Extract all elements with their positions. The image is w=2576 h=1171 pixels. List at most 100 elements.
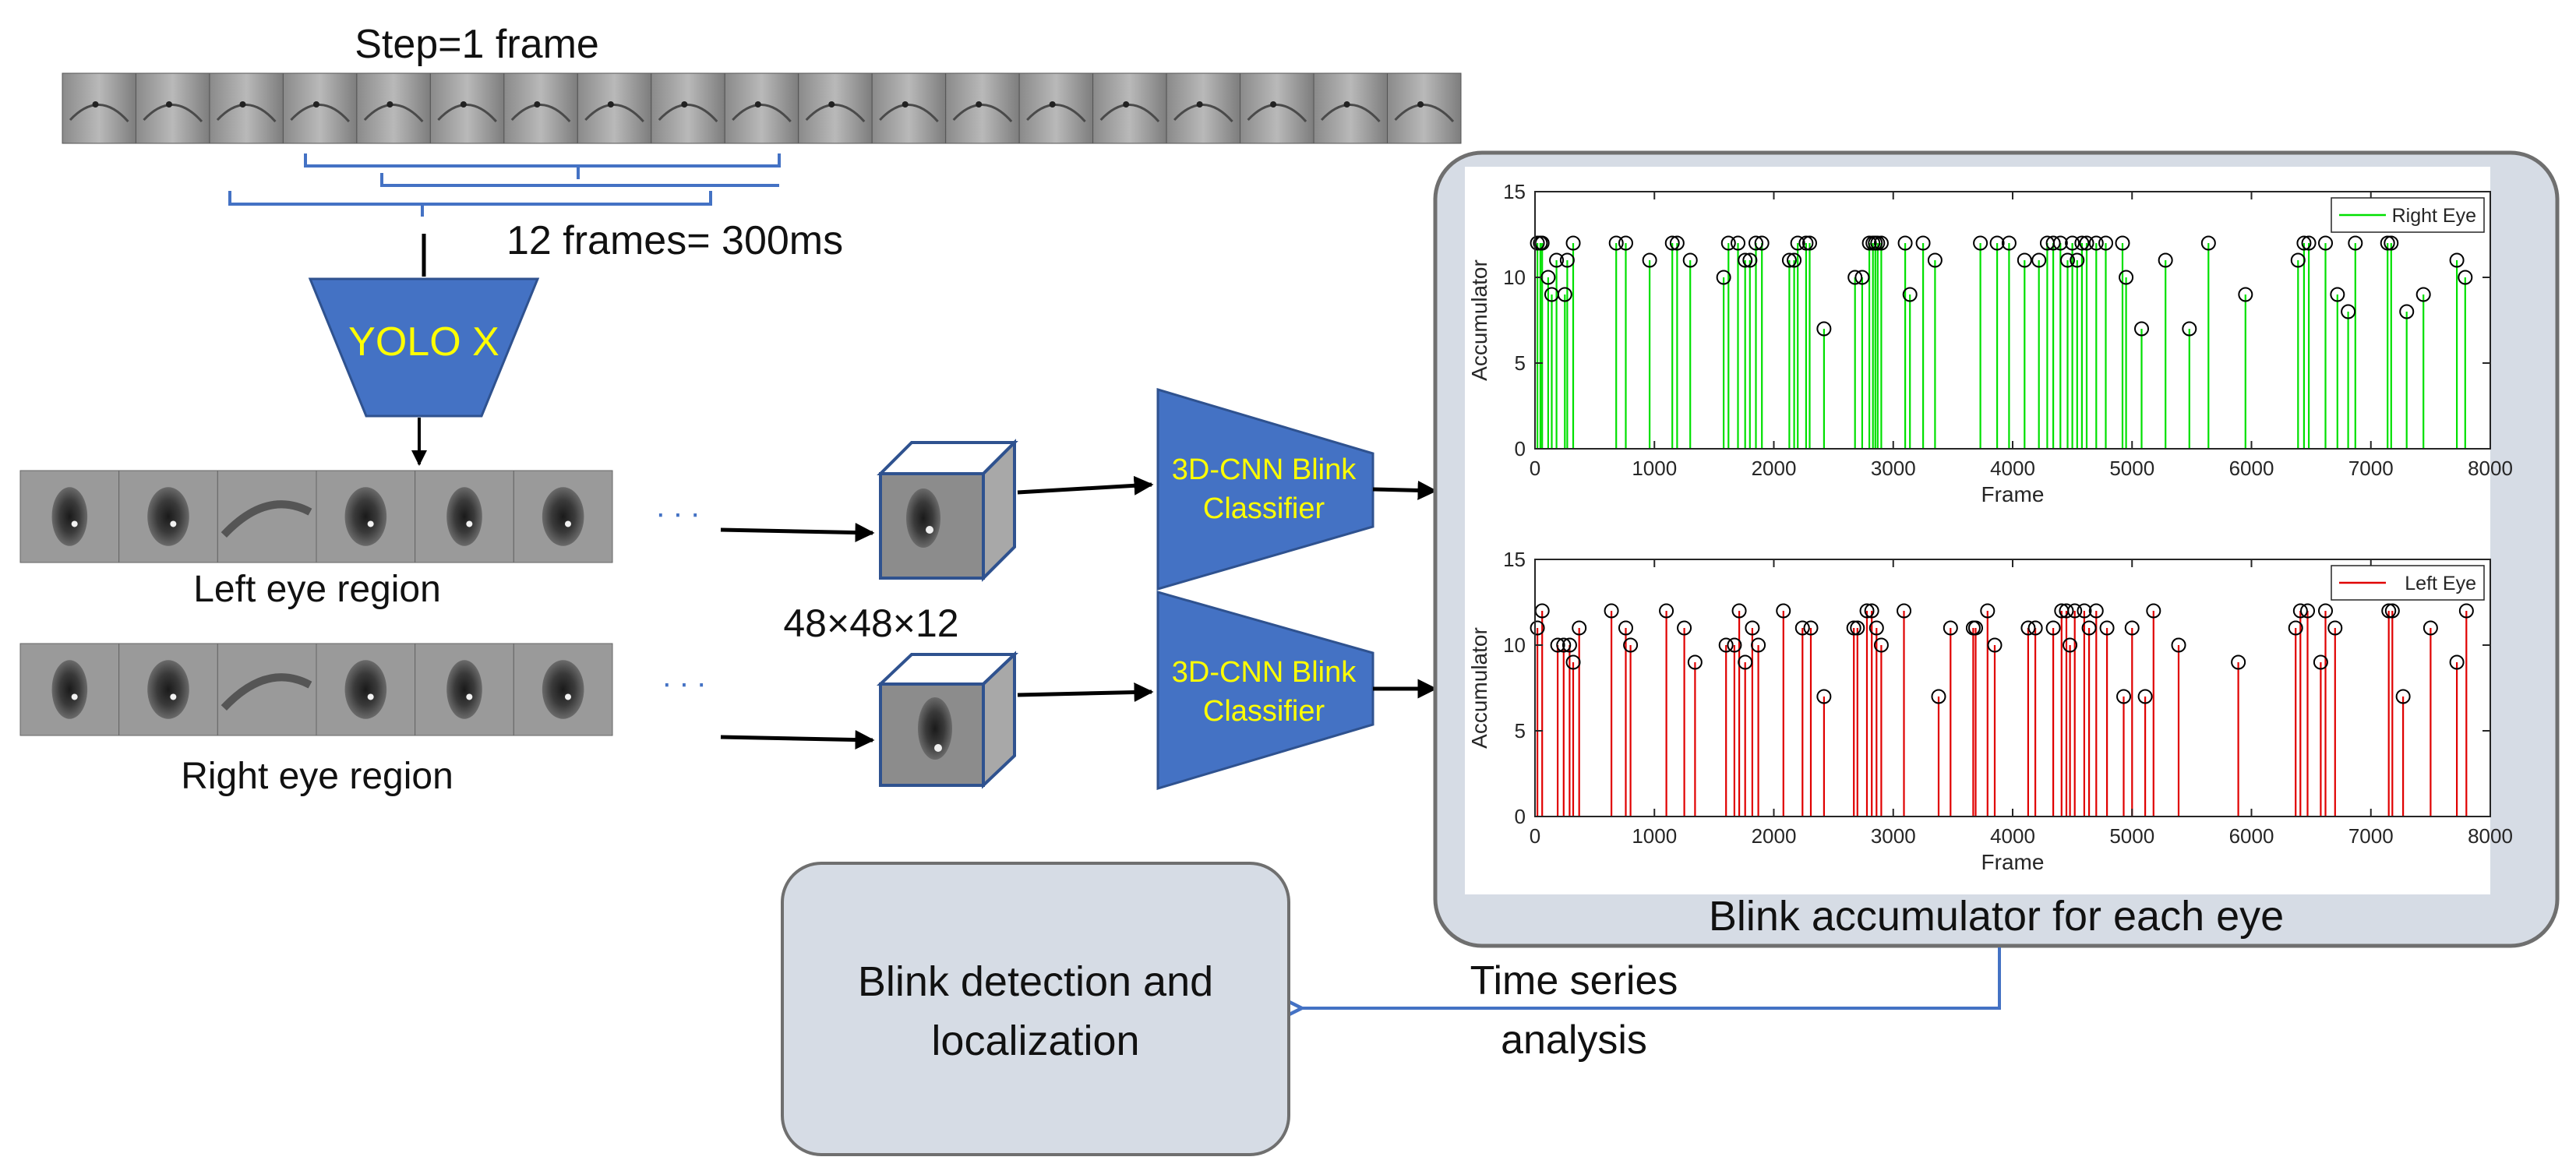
- frame-thumbnail: [209, 72, 284, 144]
- peak-marker: [2327, 620, 2343, 636]
- step-label: Step=1 frame: [355, 22, 599, 67]
- y-tick-label: 5: [1515, 719, 1526, 742]
- x-tick-label: 5000: [2109, 824, 2154, 848]
- peak-marker: [1751, 637, 1766, 653]
- eye-thumbnail: [217, 643, 317, 736]
- right-region-label: Right eye region: [181, 756, 453, 797]
- x-tick-label: 6000: [2229, 824, 2274, 848]
- peak-marker: [1989, 235, 2005, 251]
- peak-marker: [1870, 235, 1886, 251]
- y-tick-label: 10: [1503, 633, 1526, 657]
- peak-marker: [1973, 235, 1988, 251]
- frame-thumbnail: [282, 72, 358, 144]
- eye-thumbnail: [316, 643, 416, 736]
- peak-marker: [2088, 235, 2104, 251]
- peak-marker: [1718, 637, 1734, 653]
- y-tick-label: 15: [1503, 180, 1526, 203]
- peak-marker: [1776, 603, 1791, 619]
- peak-marker: [2124, 620, 2140, 636]
- eye-thumbnail: [316, 470, 416, 563]
- peak-marker: [1572, 620, 1587, 636]
- peak-marker: [2031, 252, 2047, 268]
- peak-marker: [1754, 235, 1770, 251]
- peak-marker: [1846, 620, 1861, 636]
- frame-thumbnail: [945, 72, 1020, 144]
- peak-marker: [2300, 603, 2316, 619]
- peak-marker: [1794, 620, 1810, 636]
- peak-marker: [2301, 235, 2317, 251]
- accumulator-caption: Blink accumulator for each eye: [1709, 893, 2284, 940]
- window-bracket-middle: [380, 173, 779, 187]
- x-tick-label: 8000: [2468, 824, 2513, 848]
- right-eye-strip: [19, 643, 613, 736]
- peak-marker: [2065, 235, 2080, 251]
- frame-thumbnail: [651, 72, 725, 144]
- output-line2: localization: [931, 1018, 1139, 1064]
- eye-thumbnail: [19, 643, 120, 736]
- peak-marker: [1669, 235, 1685, 251]
- frame-strip: [62, 72, 1462, 144]
- eye-thumbnail: [513, 470, 613, 563]
- frame-thumbnail: [356, 72, 431, 144]
- frame-thumbnail: [135, 72, 210, 144]
- time-series-line2: analysis: [1501, 1018, 1647, 1063]
- frame-thumbnail: [1166, 72, 1241, 144]
- classifier-block-left: [1156, 387, 1374, 591]
- peak-marker: [2158, 252, 2173, 268]
- eye-thumbnail: [513, 643, 613, 736]
- peak-marker: [2077, 603, 2092, 619]
- window-label: 12 frames= 300ms: [506, 218, 843, 263]
- peak-marker: [1816, 321, 1832, 337]
- y-tick-label: 15: [1503, 548, 1526, 571]
- peak-marker: [1967, 620, 1983, 636]
- peak-marker: [2045, 620, 2061, 636]
- peak-marker: [2318, 603, 2334, 619]
- peak-marker: [2067, 603, 2083, 619]
- peak-marker: [1731, 235, 1746, 251]
- peak-marker: [1687, 654, 1703, 670]
- peak-marker: [2200, 235, 2216, 251]
- peak-marker: [2449, 252, 2465, 268]
- x-tick-label: 2000: [1752, 457, 1797, 480]
- y-axis-label: Accumulator: [1467, 259, 1491, 381]
- peak-marker: [1745, 620, 1760, 636]
- series-line-right-eye: [1537, 243, 2466, 449]
- left-ellipsis: ∙ ∙ ∙: [656, 496, 700, 531]
- peak-marker: [1716, 270, 1731, 285]
- peak-marker: [1927, 252, 1943, 268]
- peak-marker: [2182, 321, 2197, 337]
- peak-marker: [1731, 603, 1747, 619]
- x-tick-label: 3000: [1871, 457, 1916, 480]
- peak-marker: [2380, 235, 2395, 251]
- classifier-right-line2: Classifier: [1203, 695, 1325, 728]
- peak-marker: [1915, 235, 1931, 251]
- arrow-cube-to-classifier-left: [1017, 475, 1154, 496]
- peak-marker: [2422, 620, 2438, 636]
- y-tick-label: 0: [1515, 805, 1526, 828]
- peak-marker: [1803, 620, 1819, 636]
- frame-thumbnail: [577, 72, 652, 144]
- arrow-right-to-cube: [720, 730, 875, 750]
- y-tick-label: 5: [1515, 351, 1526, 375]
- x-tick-label: 7000: [2348, 457, 2394, 480]
- yolo-label: YOLO X: [348, 319, 499, 365]
- peak-marker: [2116, 689, 2132, 704]
- peak-marker: [2330, 287, 2345, 302]
- peak-marker: [2171, 637, 2186, 653]
- peak-marker: [1816, 689, 1832, 704]
- peak-marker: [1847, 270, 1863, 285]
- y-tick-label: 0: [1515, 437, 1526, 460]
- arrow-left-to-cube: [720, 523, 875, 543]
- peak-marker: [1530, 620, 1545, 636]
- frame-thumbnail: [1313, 72, 1389, 144]
- peak-marker: [1727, 637, 1742, 653]
- x-tick-label: 1000: [1632, 457, 1677, 480]
- peak-marker: [2458, 603, 2474, 619]
- peak-marker: [1931, 689, 1946, 704]
- peak-marker: [2074, 235, 2090, 251]
- window-bracket-upper: [304, 153, 781, 179]
- peak-marker: [1861, 235, 1877, 251]
- peak-marker: [1550, 637, 1565, 653]
